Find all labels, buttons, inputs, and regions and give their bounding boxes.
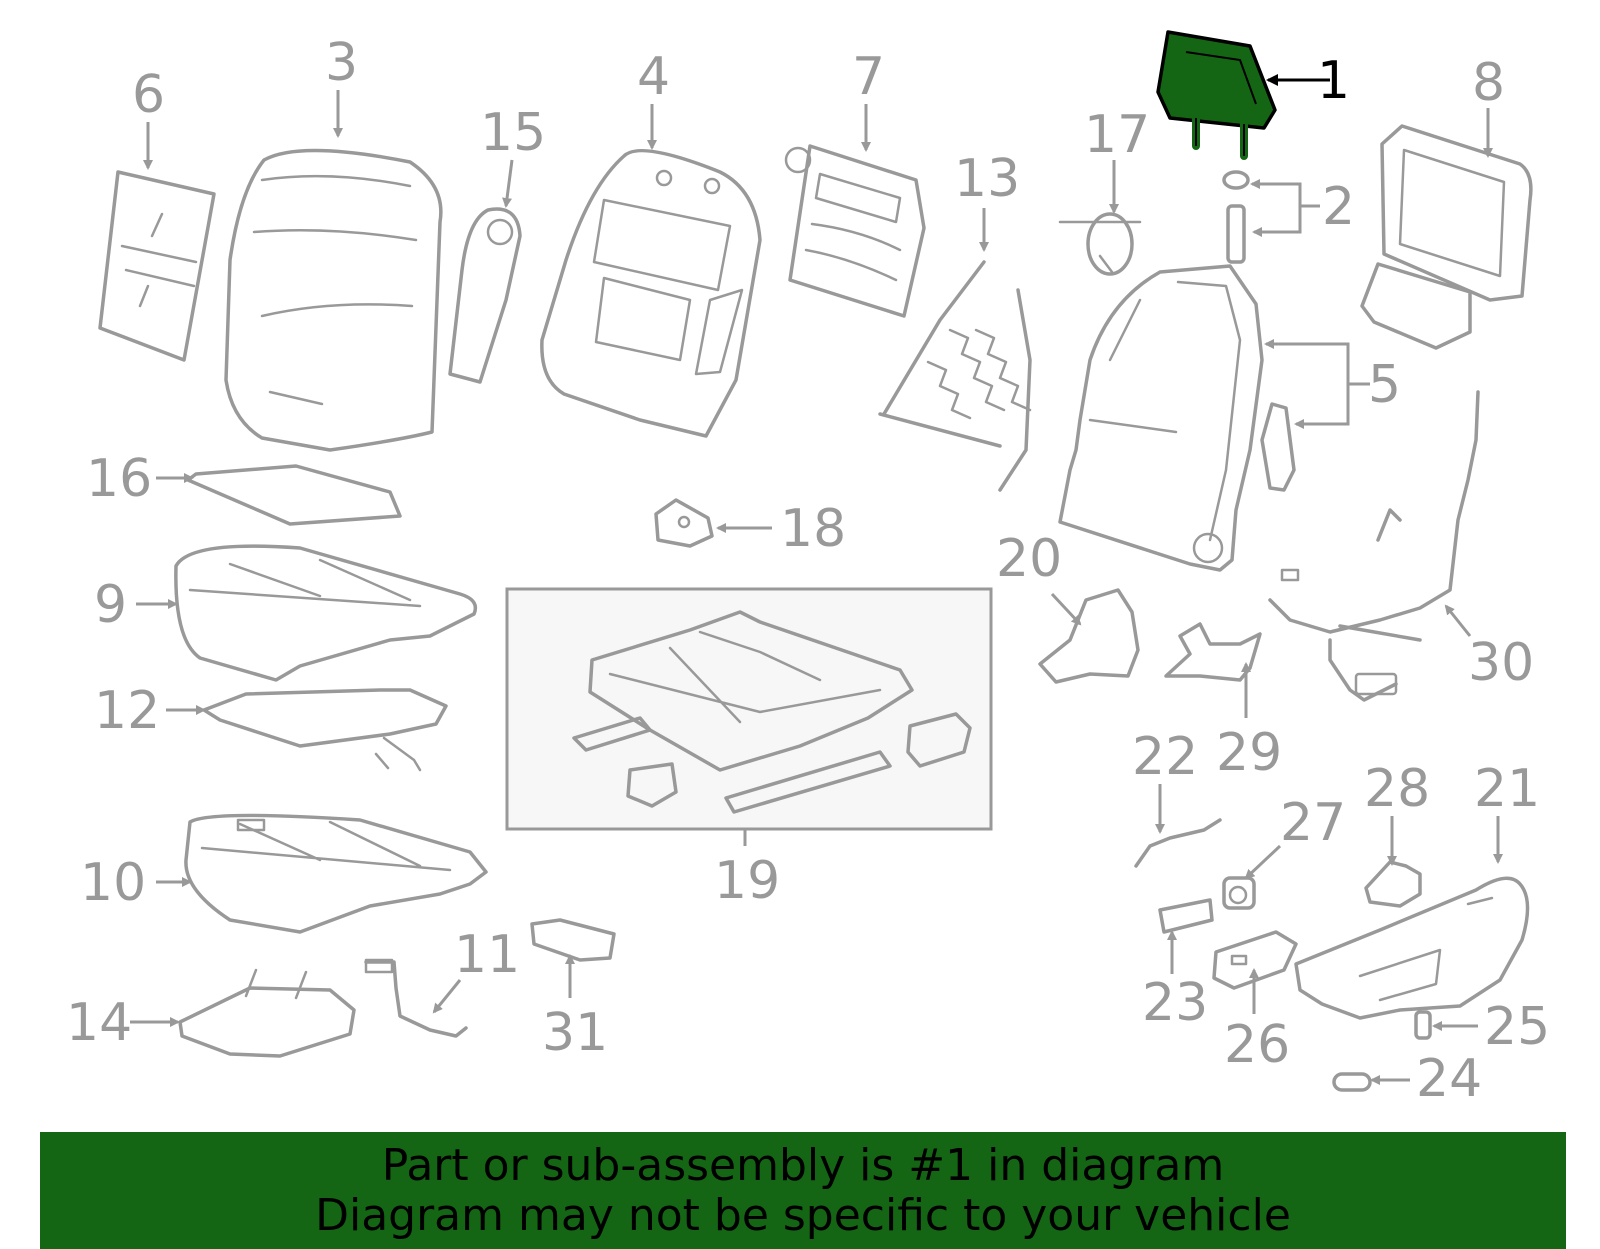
callout-9: 9 — [94, 575, 127, 635]
part-11-harness — [364, 958, 468, 1038]
callout-6: 6 — [132, 65, 165, 125]
part-16-heater-pad — [186, 464, 402, 526]
part-24-knob — [1332, 1072, 1372, 1092]
callout-3: 3 — [325, 33, 358, 93]
part-18-bracket — [654, 498, 714, 548]
callout-28: 28 — [1364, 759, 1430, 819]
callout-31: 31 — [542, 1003, 608, 1063]
part-31-module — [530, 918, 616, 962]
callout-5: 5 — [1368, 355, 1401, 415]
part-23-switch-bezel — [1158, 898, 1214, 934]
callout-25: 25 — [1484, 997, 1550, 1057]
info-banner: Part or sub-assembly is #1 in diagram Di… — [40, 1132, 1566, 1249]
part-25-knob — [1414, 1010, 1432, 1040]
part-27-knob — [1222, 876, 1256, 910]
part-13-spring-grid — [878, 260, 1032, 492]
callout-2: 2 — [1322, 177, 1355, 237]
callout-21: 21 — [1474, 759, 1540, 819]
banner-line-2: Diagram may not be specific to your vehi… — [315, 1190, 1291, 1241]
part-22-cable — [1134, 818, 1222, 868]
part-4-seatback-pad — [540, 148, 762, 438]
part-6-back-panel — [98, 170, 216, 362]
callout-24: 24 — [1416, 1049, 1482, 1109]
part-7-back-frame-panel — [784, 144, 926, 318]
callout-20: 20 — [996, 529, 1062, 589]
callout-8: 8 — [1472, 53, 1505, 113]
part-14-cushion-frame — [178, 968, 356, 1058]
callout-15: 15 — [480, 103, 546, 163]
part-26-switch — [1212, 930, 1298, 990]
part-2-headrest-guides — [1222, 170, 1250, 264]
callout-13: 13 — [954, 149, 1020, 209]
callout-14: 14 — [66, 993, 132, 1053]
part-8-back-panel-module — [1360, 124, 1533, 350]
part-5-seatback-frame — [1058, 264, 1296, 572]
callout-27: 27 — [1280, 793, 1346, 853]
callout-29: 29 — [1216, 723, 1282, 783]
part-1-headrest[interactable] — [1156, 30, 1277, 160]
callout-17: 17 — [1084, 105, 1150, 165]
part-3-seatback-cover — [224, 148, 443, 452]
part-17-lumbar-cable — [1058, 212, 1142, 276]
part-12-heater-pad — [202, 688, 448, 772]
part-15-side-panel — [448, 207, 522, 384]
callout-10: 10 — [80, 853, 146, 913]
leader-lines — [130, 90, 1503, 1085]
callout-19: 19 — [714, 851, 780, 911]
callout-26: 26 — [1224, 1015, 1290, 1075]
callout-16: 16 — [86, 449, 152, 509]
part-21-side-shield — [1294, 876, 1530, 1020]
part-30-wiring-harness — [1268, 390, 1480, 702]
part-19-seat-track-assembly — [572, 610, 972, 814]
callout-18: 18 — [780, 499, 846, 559]
part-9-cushion-cover — [174, 544, 478, 682]
callout-7: 7 — [852, 47, 885, 107]
callout-30: 30 — [1468, 633, 1534, 693]
part-10-cushion-pad — [184, 813, 488, 934]
part-20-bracket — [1038, 588, 1140, 684]
callout-11: 11 — [454, 925, 520, 985]
callout-labels: 1 2 3 4 5 6 7 8 9 10 11 12 13 14 15 16 1… — [66, 33, 1550, 1109]
callout-23: 23 — [1142, 973, 1208, 1033]
callout-22: 22 — [1132, 727, 1198, 787]
callout-1: 1 — [1317, 51, 1350, 111]
banner-line-1: Part or sub-assembly is #1 in diagram — [381, 1140, 1225, 1191]
parts-diagram: 1 2 3 4 5 6 7 8 9 10 11 12 13 14 15 16 1… — [66, 30, 1550, 1109]
part-28-bracket — [1364, 860, 1422, 908]
callout-4: 4 — [637, 47, 670, 107]
callout-12: 12 — [94, 681, 160, 741]
